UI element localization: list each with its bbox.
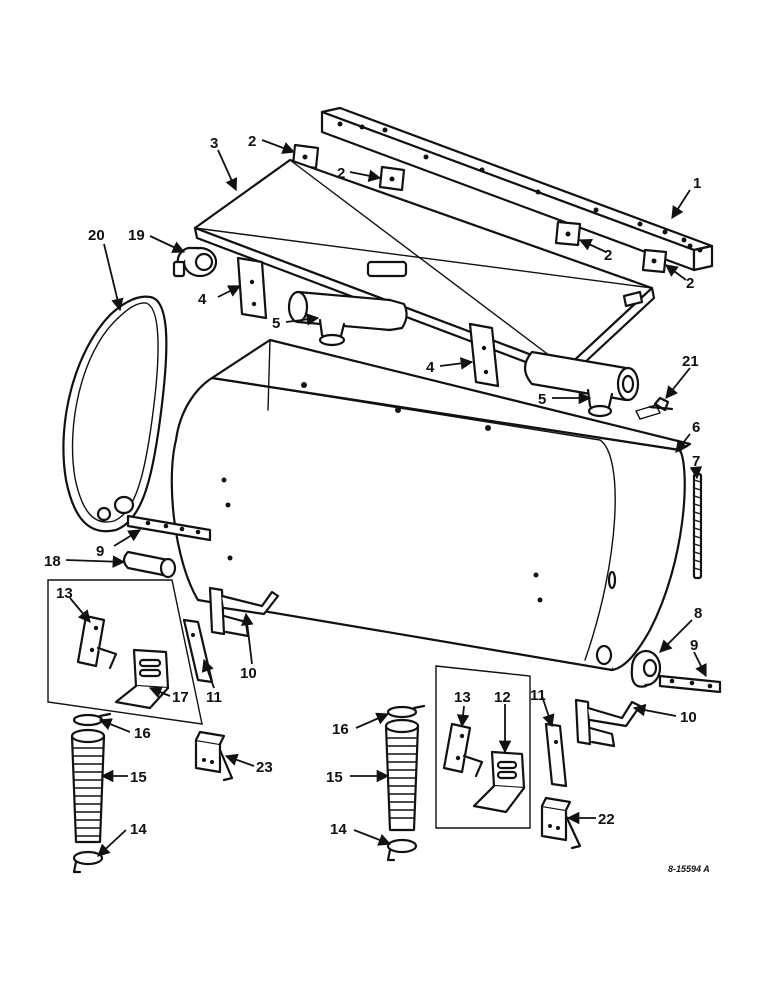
part-9-pin <box>658 674 722 694</box>
callout-18: 18 <box>44 553 61 570</box>
callout-20: 20 <box>88 227 105 244</box>
part-4-strap <box>236 256 268 320</box>
callout-16: 16 <box>134 725 151 742</box>
part-19-clamp <box>172 246 218 278</box>
callout-12: 12 <box>494 689 511 706</box>
callout-14: 14 <box>330 821 347 838</box>
callout-17: 17 <box>172 689 189 706</box>
callout-5: 5 <box>272 315 280 332</box>
part-17-bracket <box>114 648 170 710</box>
callout-6: 6 <box>692 419 700 436</box>
part-14-hose-clamp <box>386 838 418 862</box>
part-15-hose <box>70 728 106 844</box>
callout-10: 10 <box>240 665 257 682</box>
callout-11: 11 <box>206 689 222 706</box>
callout-9: 9 <box>690 637 698 654</box>
callout-7: 7 <box>692 453 700 470</box>
callout-21: 21 <box>682 353 699 370</box>
part-2-pad <box>554 220 582 247</box>
callout-5: 5 <box>538 391 546 408</box>
part-16-hose-clamp <box>386 704 426 719</box>
part-12-bracket <box>472 750 526 814</box>
part-1-mounting-rail <box>320 106 714 272</box>
part-10-bracket <box>574 698 642 748</box>
callout-4: 4 <box>198 291 207 308</box>
part-11-clip <box>544 722 568 788</box>
part-2-pad <box>378 165 406 192</box>
callout-9: 9 <box>96 543 104 560</box>
callout-2: 2 <box>248 133 256 150</box>
callout-10: 10 <box>680 709 697 726</box>
part-14-hose-clamp <box>72 850 104 874</box>
detail-frame-right <box>435 665 531 829</box>
callout-15: 15 <box>130 769 147 786</box>
part-7-threaded-rod <box>692 472 703 580</box>
callout-3: 3 <box>210 135 218 152</box>
callout-19: 19 <box>128 227 145 244</box>
part-20-end-plate <box>62 295 168 533</box>
callout-labels: 1 2 2 2 2 3 4 4 5 5 6 7 8 9 9 10 10 11 1… <box>44 133 702 838</box>
callout-4: 4 <box>426 359 435 376</box>
detail-frame-left <box>47 579 203 725</box>
callout-1: 1 <box>693 175 701 192</box>
part-10-bracket <box>208 586 280 638</box>
callout-2: 2 <box>337 165 345 182</box>
part-13-bracket <box>76 614 118 670</box>
part-8-spacer <box>630 649 662 688</box>
callout-14: 14 <box>130 821 147 838</box>
part-4-strap <box>468 322 500 388</box>
part-21-bolt <box>635 396 674 420</box>
callout-11: 11 <box>530 687 546 704</box>
part-6-tank-body <box>170 338 692 672</box>
callout-13: 13 <box>56 585 73 602</box>
part-18-sleeve <box>122 550 177 579</box>
part-5-muffler-clamp <box>287 290 408 347</box>
part-15-hose <box>384 718 420 832</box>
callout-15: 15 <box>326 769 343 786</box>
part-5-muffler-clamp <box>523 350 640 418</box>
part-13-bracket <box>442 722 484 778</box>
callout-2: 2 <box>604 247 612 264</box>
part-9-pin <box>126 514 212 542</box>
callout-16: 16 <box>332 721 349 738</box>
callout-23: 23 <box>256 759 273 776</box>
part-2-pad <box>641 248 668 274</box>
leader-lines <box>65 139 707 857</box>
drawing-number: 8-15594 A <box>668 864 710 874</box>
part-22-bracket <box>540 796 582 850</box>
part-16-hose-clamp <box>72 712 112 727</box>
callout-2: 2 <box>686 275 694 292</box>
callout-13: 13 <box>454 689 471 706</box>
callout-8: 8 <box>694 605 702 622</box>
callout-22: 22 <box>598 811 615 828</box>
